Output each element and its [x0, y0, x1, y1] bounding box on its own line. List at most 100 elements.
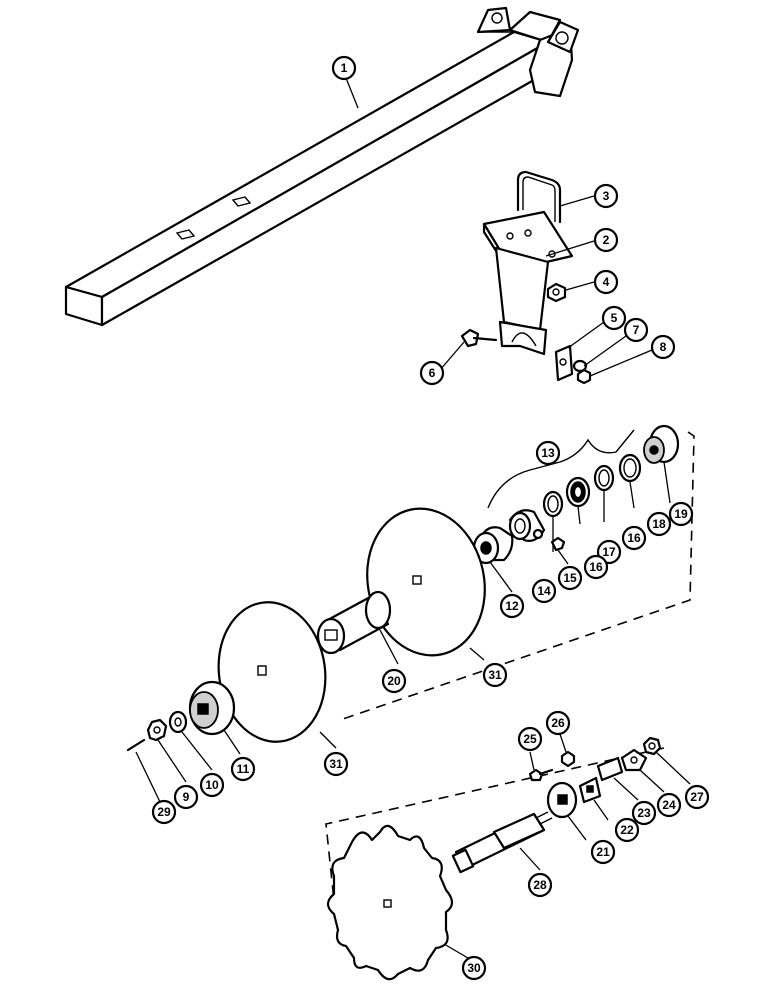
callout-21: 21	[590, 839, 616, 865]
callout-24: 24	[656, 792, 682, 818]
callout-7: 7	[623, 317, 649, 343]
end-spool-11	[188, 680, 236, 736]
svg-text:15: 15	[563, 571, 577, 585]
callout-16-lower: 16	[583, 554, 609, 580]
svg-text:16: 16	[627, 531, 641, 545]
callout-20: 20	[381, 668, 407, 694]
svg-text:17: 17	[602, 545, 616, 559]
spool-12	[472, 526, 514, 565]
callout-19: 19	[668, 501, 694, 527]
bolt-25	[528, 768, 554, 782]
washer-10	[168, 710, 188, 734]
bearing-17	[565, 476, 591, 508]
svg-text:28: 28	[533, 878, 547, 892]
bearing-housing-14	[508, 509, 546, 542]
callout-13: 13	[535, 440, 561, 466]
callout-12: 12	[499, 593, 525, 619]
svg-text:25: 25	[523, 732, 537, 746]
callout-30: 30	[461, 955, 487, 981]
bolt-6	[460, 328, 498, 348]
callout-31-right: 31	[482, 662, 508, 688]
callout-25: 25	[517, 726, 543, 752]
svg-text:29: 29	[157, 805, 171, 819]
svg-text:30: 30	[467, 961, 481, 975]
callout-11: 11	[230, 756, 256, 782]
callout-10: 10	[199, 772, 225, 798]
grease-fitting-15	[550, 536, 566, 552]
svg-text:3: 3	[603, 189, 610, 203]
callout-4: 4	[593, 269, 619, 295]
svg-text:16: 16	[589, 560, 603, 574]
callout-9: 9	[173, 784, 199, 810]
axle-28	[451, 811, 553, 874]
svg-text:22: 22	[620, 823, 634, 837]
svg-text:24: 24	[662, 798, 676, 812]
frame-tube	[64, 6, 580, 327]
callout-31-left: 31	[323, 751, 349, 777]
callout-8: 8	[650, 334, 676, 360]
svg-text:4: 4	[603, 275, 610, 289]
svg-text:6: 6	[429, 366, 436, 380]
callout-17: 17	[596, 539, 622, 565]
shank-bracket	[482, 210, 574, 356]
svg-text:11: 11	[237, 762, 250, 776]
seal-16-lower	[542, 490, 564, 518]
svg-text:1: 1	[341, 61, 348, 75]
svg-text:19: 19	[674, 507, 688, 521]
dust-cap-19	[643, 424, 680, 464]
plate-5	[554, 344, 574, 382]
svg-text:7: 7	[633, 323, 640, 337]
disc-31-left	[217, 601, 327, 743]
callout-28: 28	[527, 872, 553, 898]
svg-text:31: 31	[329, 757, 343, 771]
notched-disc-30	[326, 824, 454, 981]
tab-washer-24	[620, 748, 648, 772]
callout-22: 22	[614, 817, 640, 843]
flange-22	[578, 776, 602, 804]
pin-29	[126, 738, 146, 752]
svg-text:21: 21	[596, 845, 610, 859]
svg-text:23: 23	[637, 806, 651, 820]
spool-21	[546, 781, 578, 819]
washer-7	[572, 359, 588, 373]
nut-4	[546, 282, 567, 303]
snap-ring-18	[618, 453, 642, 483]
nut-8	[576, 368, 592, 385]
callout-6: 6	[419, 360, 445, 386]
callout-15: 15	[557, 565, 583, 591]
callout-5: 5	[601, 305, 627, 331]
nut-26	[560, 750, 576, 768]
svg-text:27: 27	[690, 790, 704, 804]
svg-text:8: 8	[660, 340, 667, 354]
callout-2: 2	[593, 227, 619, 253]
svg-text:10: 10	[205, 778, 219, 792]
callout-23: 23	[631, 800, 657, 826]
u-bolt	[516, 170, 562, 224]
svg-text:2: 2	[603, 233, 610, 247]
callout-27: 27	[684, 784, 710, 810]
nut-9	[146, 718, 168, 742]
spacer-spool-20	[316, 590, 392, 655]
callout-26: 26	[545, 710, 571, 736]
svg-text:18: 18	[652, 517, 666, 531]
svg-text:31: 31	[488, 668, 502, 682]
svg-text:20: 20	[387, 674, 401, 688]
svg-text:5: 5	[611, 311, 618, 325]
callout-1: 1	[331, 55, 357, 81]
svg-text:14: 14	[537, 584, 551, 598]
callout-29: 29	[151, 799, 177, 825]
plate-23	[596, 756, 624, 782]
callout-18: 18	[646, 511, 672, 537]
nut-27	[642, 736, 662, 756]
callout-3: 3	[593, 183, 619, 209]
disc-31-right	[366, 507, 486, 657]
svg-text:26: 26	[551, 716, 565, 730]
svg-text:9: 9	[183, 790, 190, 804]
callout-14: 14	[531, 578, 557, 604]
bearing-group-brace	[487, 429, 635, 509]
leader-lines	[135, 77, 691, 959]
svg-text:12: 12	[505, 599, 519, 613]
svg-text:13: 13	[541, 446, 555, 460]
callout-16-upper: 16	[621, 525, 647, 551]
